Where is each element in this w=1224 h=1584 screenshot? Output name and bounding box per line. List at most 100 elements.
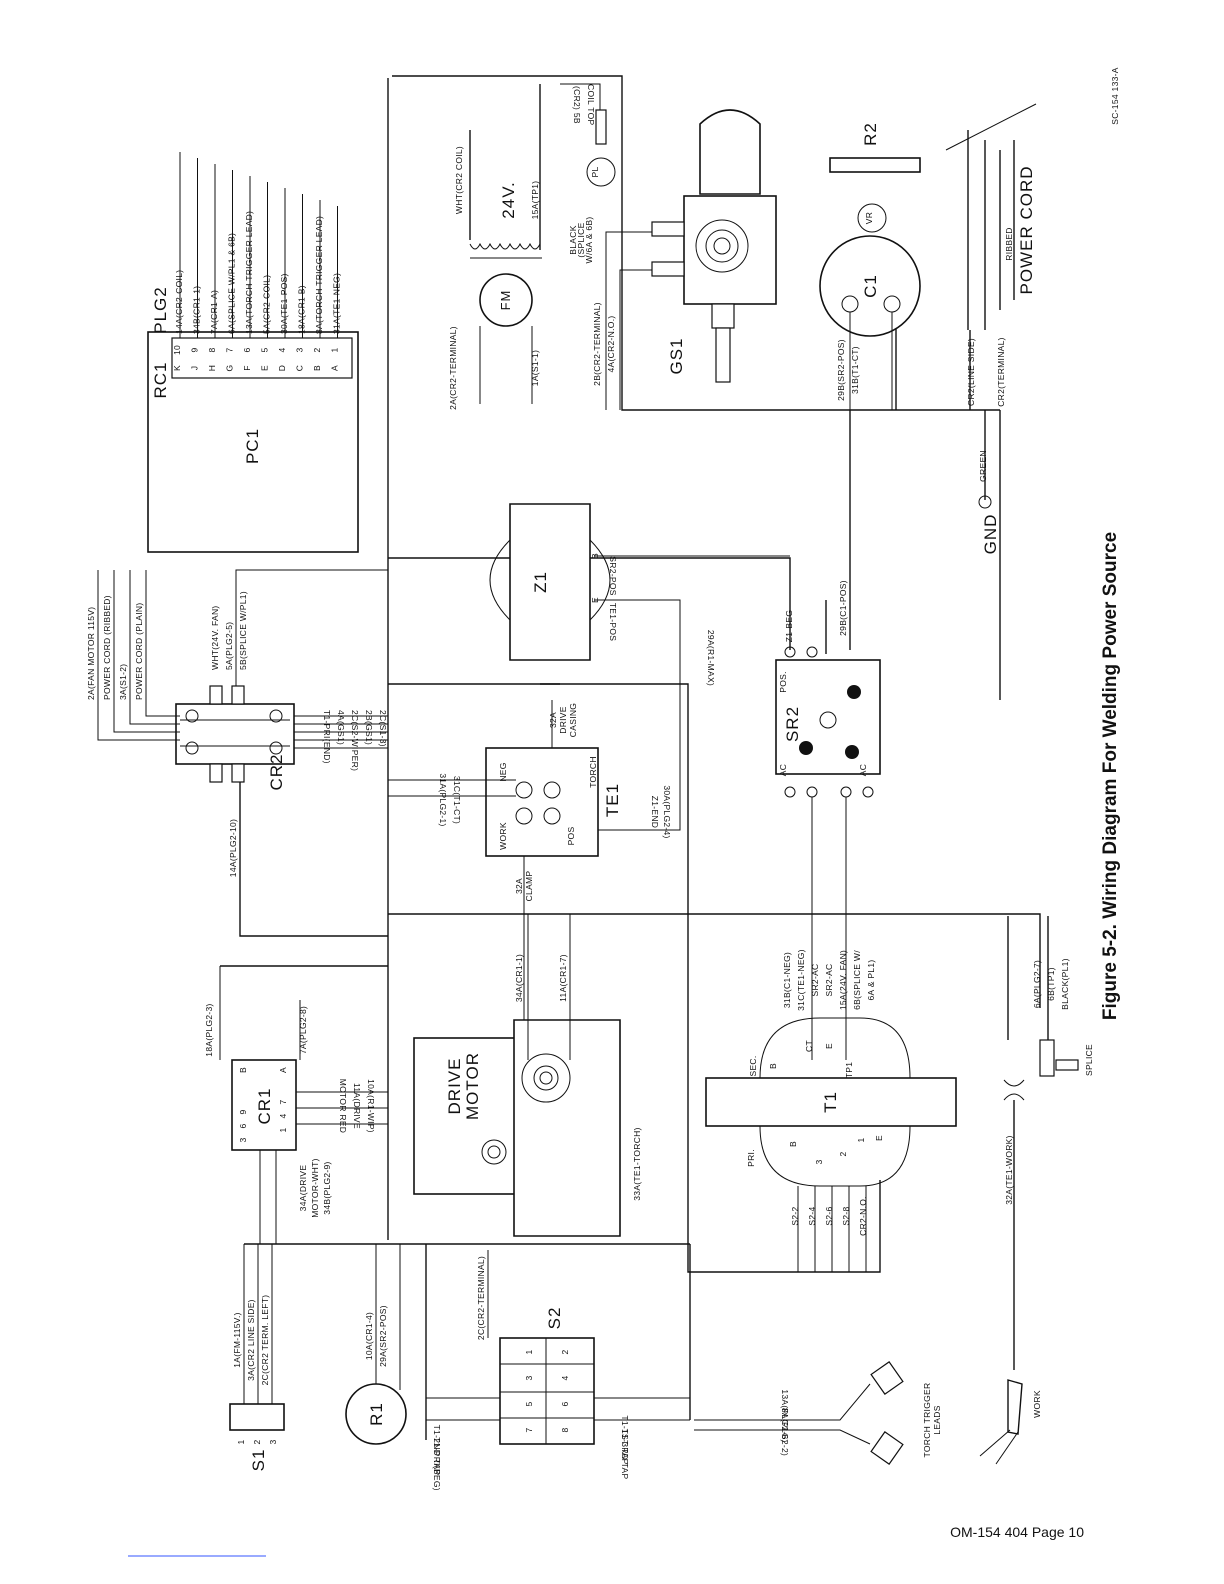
harness-lines: [220, 75, 1049, 1440]
t1-label: T1: [821, 1091, 840, 1113]
t1-transformer: T1: [705, 1017, 957, 1187]
cr2-right-wire-label: 4A(GS1): [336, 710, 346, 745]
plg2-pin-letter: D: [277, 365, 287, 371]
fan-wire-label: W/6A & 6B): [584, 217, 594, 264]
z1-label: Z1: [531, 571, 550, 593]
c1-capacitor: VR C1: [819, 203, 921, 337]
rb-wire-label: 6A(PLG2-7): [1032, 960, 1042, 1008]
sr2-label: SR2: [783, 706, 802, 742]
s2-terminal: 4: [560, 1375, 570, 1380]
plg2-label: PLG2: [151, 286, 170, 333]
splice-and-work: SPLICE WORK: [979, 1039, 1094, 1465]
s1-wire-label: 3A(CR2 LINE SIDE): [246, 1299, 256, 1381]
plg2-wire-label: 18A(CR1 B): [297, 285, 307, 334]
plg2-wire-label: 14A(CR2-COIL): [174, 270, 184, 334]
cr1-label: CR1: [255, 1087, 274, 1124]
s2-wires: 2C(CR2-TERMINAL)T1-2ND TAPT1-PRI(BEG)T1-…: [426, 1250, 790, 1491]
cr2-top-right-wire-label: WHT(24V. FAN): [210, 605, 220, 670]
te1-terminal-block: TE1: [485, 747, 622, 857]
plg2-wire-label: 31A(TE1-NEG): [332, 273, 342, 334]
cr1-pin: 9: [238, 1109, 248, 1114]
coil-top-label: COIL TOP: [586, 84, 596, 125]
cr2-5b-label: (CR2) 5B: [572, 86, 582, 124]
drive-motor: DRIVE MOTOR: [413, 1019, 621, 1237]
fan-wire-label: 15A(TP1): [530, 181, 540, 220]
s1-wires: 1A(FM-115V.)3A(CR2 LINE SIDE)2C(CR2 TERM…: [232, 1244, 278, 1445]
c1-lead: [849, 312, 893, 410]
sr2-ac-label: AC: [778, 764, 788, 776]
splice-label: SPLICE: [1084, 1044, 1094, 1076]
right-bottom-wires: 6A(PLG2-7)6B(TP1)BLACK(PL1)32A(TE1-WORK): [1004, 958, 1070, 1205]
fan-transformer: 24V. PL COIL TOP (CR2) 5B: [469, 83, 616, 259]
plg2-pin-letter: B: [312, 365, 322, 371]
plg2-wire-label: 13A(TORCH TRIGGER LEAD): [244, 211, 254, 334]
c1-wires: 29B(SR2-POS)31B(T1-CT): [836, 312, 893, 410]
z1-wire-label: Z1-BEG: [784, 610, 794, 643]
torch-trigger-label-2: LEADS: [932, 1405, 942, 1434]
cr1-pin: 7: [278, 1099, 288, 1104]
s1-wire-label: 2C(CR2 TERM. LEFT): [260, 1295, 270, 1386]
t1-tap-label: CT: [804, 1040, 814, 1052]
r1-potentiometer: R1: [345, 1383, 407, 1445]
cr1-wire-label: 18A(PLG2-3): [204, 1003, 214, 1056]
t1-sec-wire-label: 31C(TE1-NEG): [796, 949, 806, 1011]
rb-wire-label: 6B(TP1): [1046, 967, 1056, 1001]
s1-terminal: 1: [236, 1439, 246, 1444]
fm-lead: [479, 326, 533, 404]
te1-drive-casing-label: 32A: [548, 712, 558, 728]
pl1-label: PL: [590, 167, 600, 178]
gs1-valve: GS1: [651, 109, 777, 383]
cr2-right-wire-label: 2B(GS1): [364, 710, 374, 745]
plg2-pin-number: 9: [190, 347, 200, 352]
t1-pri-lead: [797, 1186, 867, 1272]
te1-terminal-label: TORCH: [588, 756, 598, 788]
cr2-bottom-wire: 14A(PLG2-10): [228, 819, 238, 877]
gs1-wire-label: 4A(CR2-N.O.): [606, 316, 616, 373]
page-footer: OM-154 404 Page 10: [950, 1524, 1084, 1540]
cr1-pin: 3: [238, 1137, 248, 1142]
s2-torch-wire-label: 8A(PLG2-2): [780, 1408, 790, 1456]
ribbed-label: RIBBED: [1004, 227, 1014, 260]
power-cord-wire-label: CR2(LINE SIDE): [966, 338, 976, 406]
t1-tap-label: PRI.: [746, 1149, 756, 1167]
s2-switch: S2: [499, 1307, 595, 1445]
pc1-label: PC1: [243, 428, 262, 464]
motor-lead: [527, 914, 571, 1060]
drawing-number: SC-154 133-A: [1110, 67, 1120, 124]
z1-wire-label: TE1-POS: [608, 603, 618, 642]
cr1-left-wire-label: 34A(DRIVE: [298, 1165, 308, 1212]
gs1-wires: 2B(CR2-TERMINAL)4A(CR2-N.O.): [592, 231, 652, 410]
s2-lead: [426, 1250, 690, 1421]
cr2-relay: CR2: [175, 685, 295, 791]
vr-label: VR: [864, 212, 874, 224]
fan-wires: 2A(CR2-TERMINAL)1A(S1-1)WHT(CR2 COIL)15A…: [448, 146, 594, 410]
t1-tap-label: 3: [814, 1159, 824, 1164]
fan-wire-label: 2A(CR2-TERMINAL): [448, 326, 458, 410]
te1-drive-casing-label: DRIVE: [558, 706, 568, 734]
power-cord-label: POWER CORD: [1017, 166, 1036, 295]
z1-inductor: Z1: [489, 503, 611, 661]
motor-wire-label: 11A(CR1-7): [558, 954, 568, 1002]
s2-terminal: 5: [524, 1401, 534, 1406]
s1-terminal: 2: [252, 1439, 262, 1444]
plg2-pin-letter: A: [330, 365, 340, 371]
cr1-relay: CR1: [231, 1059, 297, 1151]
plg2-wire-label: 8A(TORCH TRIGGER LEAD): [314, 216, 324, 334]
r1-wires: 10A(CR1-4)29A(SR2-POS): [364, 1244, 401, 1390]
z1-wire-label: 29B(C1-POS): [838, 580, 848, 636]
cr1-pin: 4: [278, 1113, 288, 1118]
plg2-wires: 14A(CR2-COIL)34B(CR1-1)7A(CR1-A)6A(SPLIC…: [174, 152, 342, 338]
sr2-rectifier: SR2: [775, 646, 881, 798]
power-cord-wires: CR2(LINE SIDE)CR2(TERMINAL): [966, 337, 1006, 407]
c1-label: C1: [861, 274, 880, 298]
t1-sec-wire-label: 31B(C1-NEG): [782, 952, 792, 1008]
plg2-pin-number: 3: [295, 347, 305, 352]
te1-terminal-label: NEG: [498, 762, 508, 781]
cr1-pin-letter: B: [238, 1067, 248, 1073]
